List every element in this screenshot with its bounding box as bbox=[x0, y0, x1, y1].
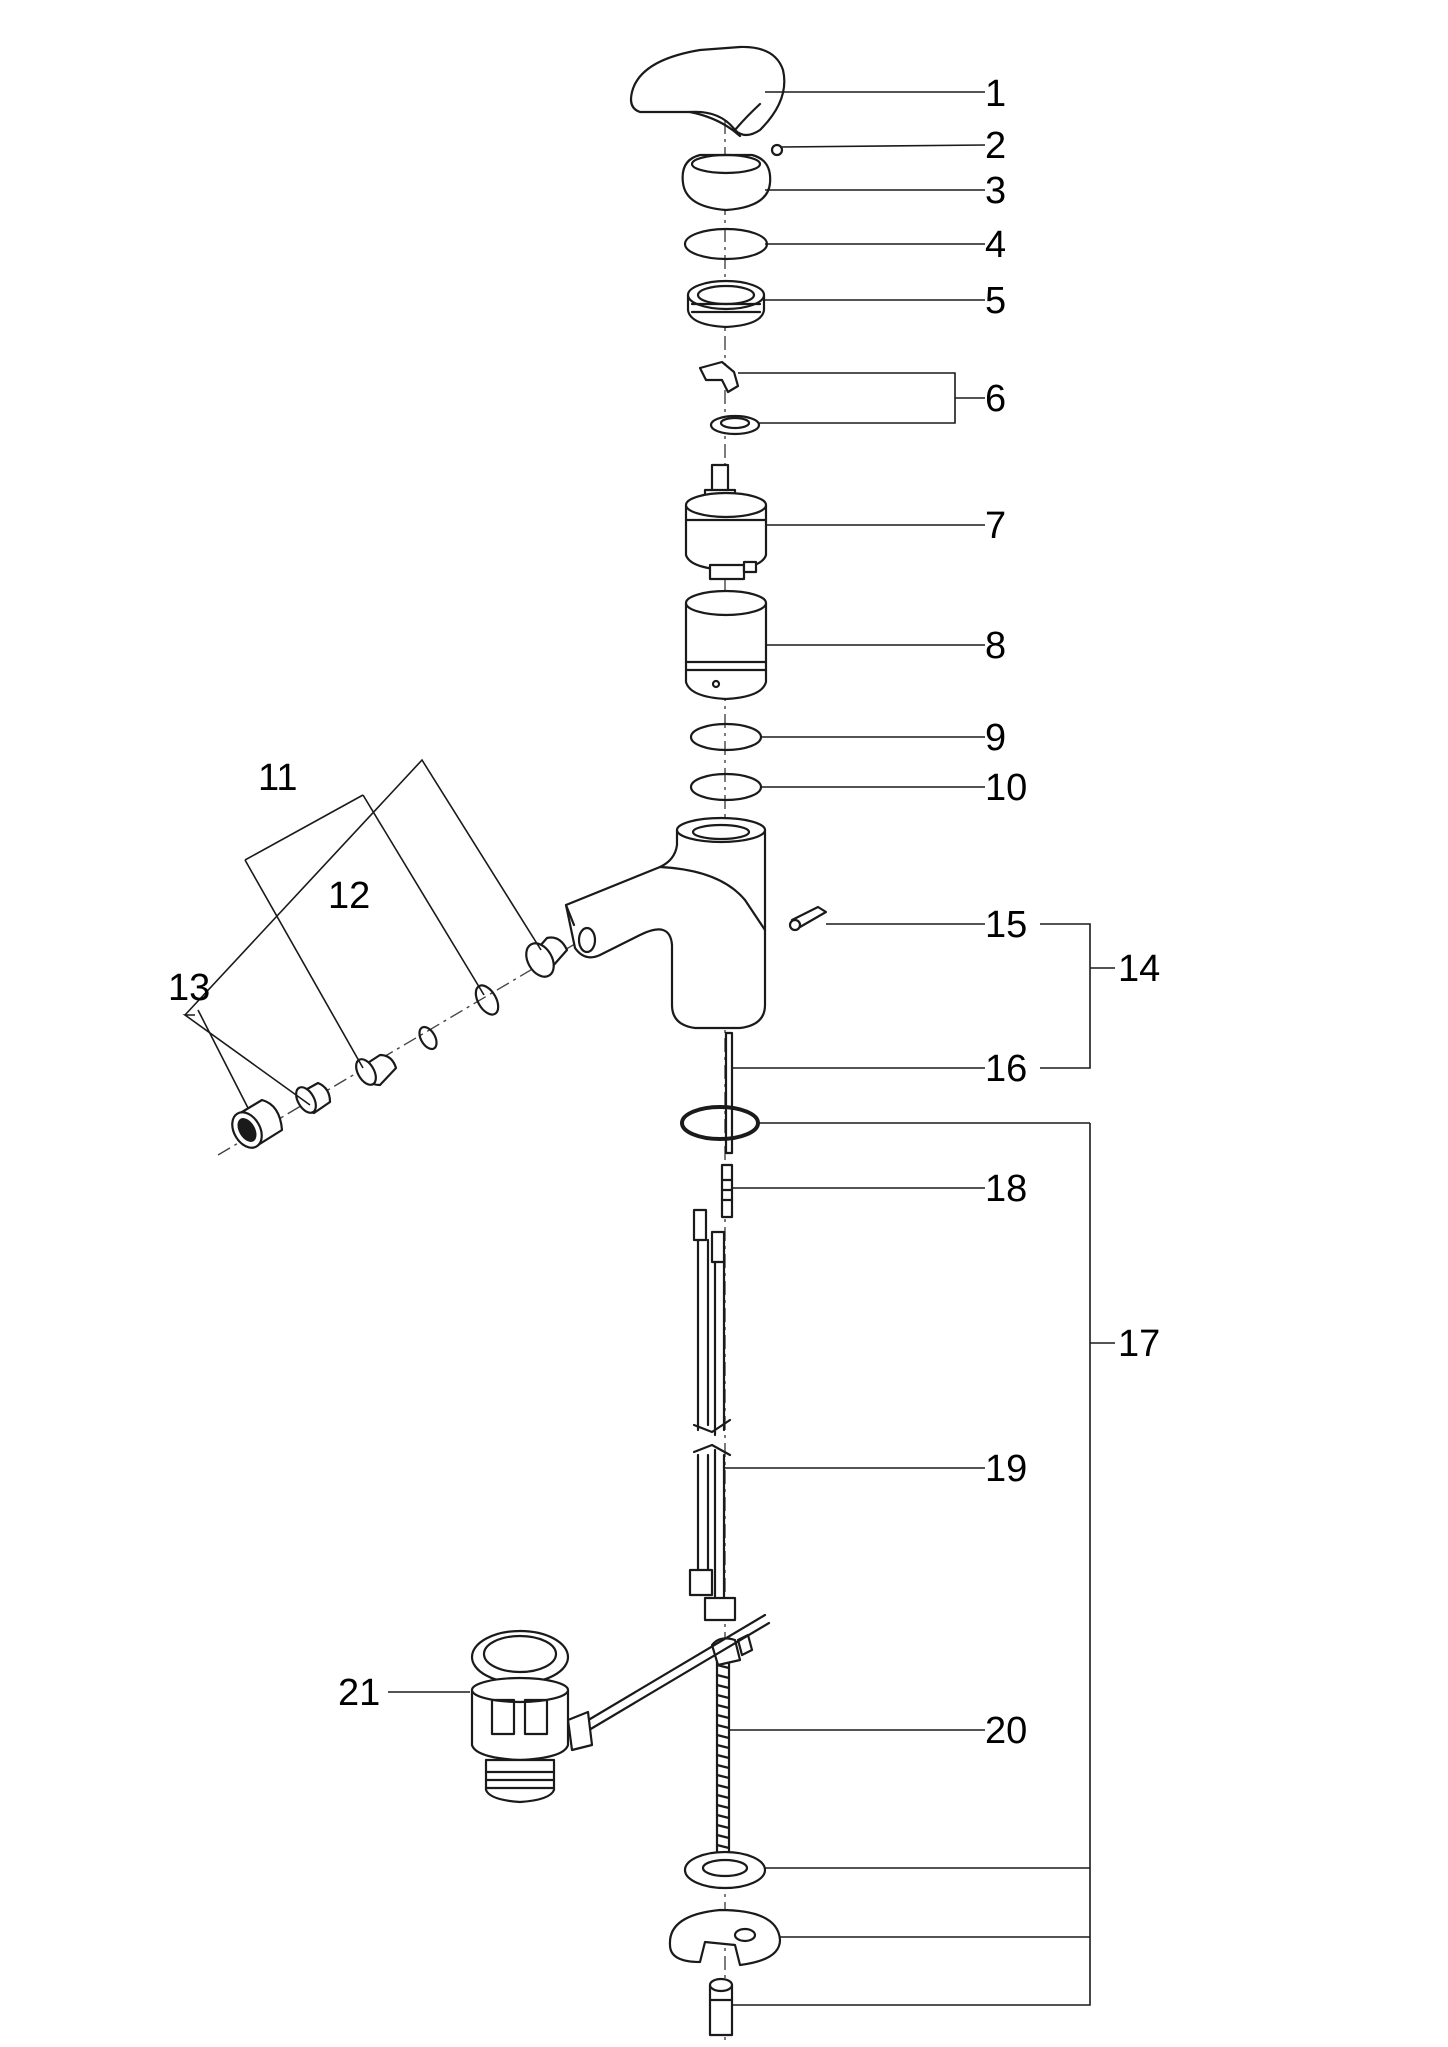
center-axis-spout bbox=[217, 934, 591, 1156]
callout-16: 16 bbox=[985, 1048, 1027, 1090]
part-3-cover-cap bbox=[681, 153, 772, 212]
part-17-base-gasket bbox=[680, 1105, 760, 1141]
part-10-o-ring bbox=[689, 772, 763, 802]
faucet-body bbox=[564, 816, 767, 1030]
part-20-threaded-rod bbox=[710, 1633, 754, 1862]
part-11-washer bbox=[474, 984, 500, 1016]
callout-3: 3 bbox=[985, 170, 1006, 212]
callout-2: 2 bbox=[985, 125, 1006, 167]
part-17-mounting-nut bbox=[708, 1977, 734, 2037]
part-9-o-ring bbox=[689, 722, 763, 752]
leader-lines bbox=[182, 91, 1115, 2006]
callout-19: 19 bbox=[985, 1448, 1027, 1490]
part-21-pop-up-waste bbox=[470, 1629, 594, 1804]
part-1-lever-handle bbox=[629, 45, 786, 138]
callout-6: 6 bbox=[985, 378, 1006, 420]
part-17-washer bbox=[683, 1850, 767, 1890]
callout-10: 10 bbox=[985, 767, 1027, 809]
part-4-o-ring bbox=[683, 227, 769, 261]
callout-20: 20 bbox=[985, 1710, 1027, 1752]
callout-12: 12 bbox=[328, 875, 370, 917]
callout-14: 14 bbox=[1118, 948, 1160, 990]
part-5-threaded-nut bbox=[686, 279, 766, 329]
callout-1: 1 bbox=[985, 73, 1006, 115]
part-7-cartridge bbox=[684, 463, 768, 581]
callout-7: 7 bbox=[985, 505, 1006, 547]
part-16-lift-rod bbox=[724, 1031, 734, 1155]
callout-labels: 1 2 3 4 5 6 7 8 9 10 11 12 13 14 15 16 1… bbox=[168, 73, 1160, 1752]
part-15-pin bbox=[788, 905, 828, 932]
callout-17: 17 bbox=[1118, 1323, 1160, 1365]
callout-11: 11 bbox=[258, 757, 297, 799]
callout-5: 5 bbox=[985, 280, 1006, 322]
part-13-aerator bbox=[231, 1098, 284, 1149]
drain-linkage-rod bbox=[583, 1613, 771, 1732]
callout-15: 15 bbox=[985, 904, 1027, 946]
part-12-washer bbox=[418, 1025, 438, 1051]
callout-13: 13 bbox=[168, 967, 210, 1009]
part-2-grub-screw bbox=[770, 143, 784, 157]
callout-21: 21 bbox=[338, 1672, 380, 1714]
part-17-horseshoe-plate bbox=[668, 1908, 782, 1967]
callout-18: 18 bbox=[985, 1168, 1027, 1210]
callout-8: 8 bbox=[985, 625, 1006, 667]
part-6-clip-and-ring bbox=[698, 360, 761, 436]
part-11-spout-nut bbox=[525, 936, 569, 978]
part-18-stud bbox=[720, 1163, 734, 1219]
callout-4: 4 bbox=[985, 224, 1006, 266]
part-12-ring bbox=[295, 1081, 332, 1115]
part-8-sleeve bbox=[684, 589, 768, 701]
callout-9: 9 bbox=[985, 717, 1006, 759]
part-19-flex-hoses bbox=[688, 1208, 737, 1622]
